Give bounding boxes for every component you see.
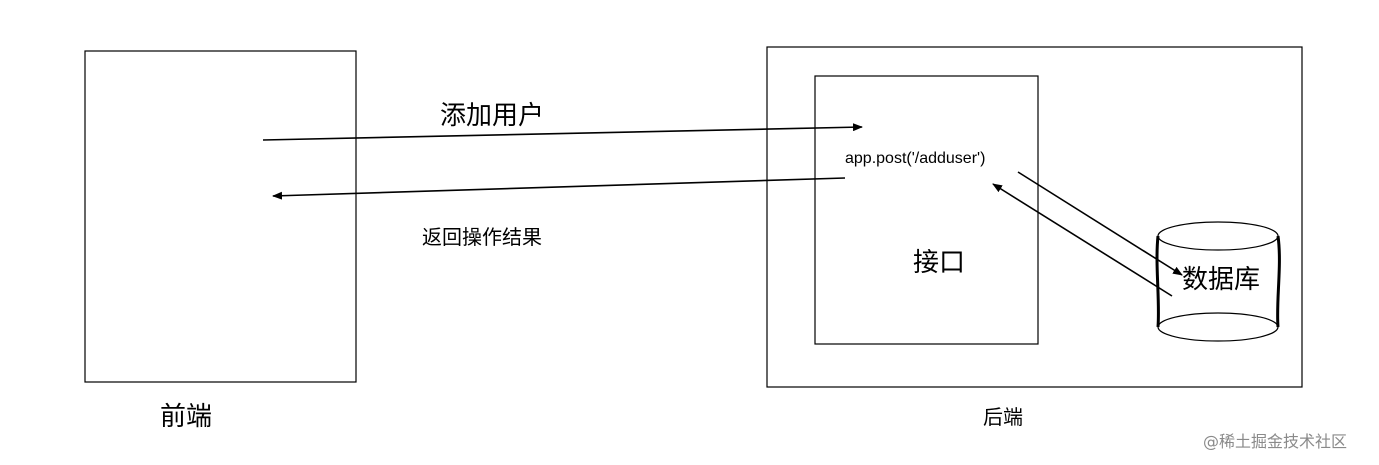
backend-box [766, 46, 1303, 388]
frontend-label: 前端 [160, 402, 212, 432]
api-route-label: app.post('/adduser') [845, 150, 985, 167]
request-arrow [262, 123, 863, 141]
response-arrow [272, 177, 846, 200]
api-box [814, 75, 1039, 345]
response-label: 返回操作结果 [422, 225, 542, 249]
db-to-api-arrow [992, 183, 1173, 297]
request-label: 添加用户 [440, 101, 544, 131]
database-cylinder [1155, 221, 1281, 342]
database-label: 数据库 [1182, 265, 1260, 295]
watermark-text: @稀土掘金技术社区 [1203, 432, 1347, 451]
frontend-box [84, 50, 357, 383]
backend-label: 后端 [983, 405, 1023, 429]
api-to-db-arrow [1017, 171, 1183, 276]
api-box-label: 接口 [913, 248, 965, 278]
